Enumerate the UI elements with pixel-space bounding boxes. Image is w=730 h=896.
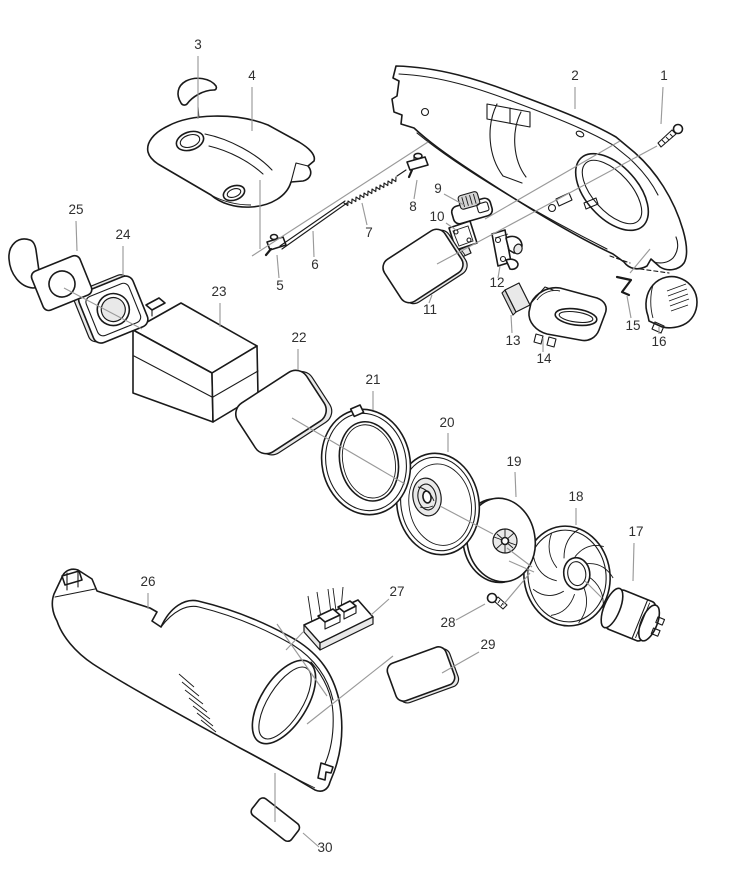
part-label-2: 2 bbox=[571, 68, 579, 83]
part-label-7: 7 bbox=[365, 225, 373, 240]
part-24-filter-frame bbox=[73, 274, 149, 344]
part-label-22: 22 bbox=[291, 330, 306, 345]
leader-line-30 bbox=[302, 832, 320, 848]
part-label-3: 3 bbox=[194, 37, 202, 52]
part-label-19: 19 bbox=[506, 454, 521, 469]
part-label-6: 6 bbox=[311, 257, 319, 272]
part-20-filter-housing bbox=[395, 452, 481, 556]
part-label-20: 20 bbox=[439, 415, 454, 430]
part-26-lower-housing bbox=[51, 568, 343, 792]
part-label-30: 30 bbox=[317, 840, 332, 855]
part-14-holder-bracket bbox=[528, 286, 607, 348]
part-23-dust-case bbox=[132, 297, 259, 423]
part-11-cover-plate bbox=[382, 228, 468, 305]
leader-line-13 bbox=[510, 314, 513, 334]
part-8-rod-end-fitting bbox=[406, 152, 429, 179]
part-29-name-plate bbox=[386, 646, 460, 704]
part-5-rod-fitting bbox=[264, 233, 287, 257]
part-label-14: 14 bbox=[536, 351, 552, 366]
part-21-retainer-ring bbox=[320, 404, 412, 516]
part-27-terminal-block bbox=[303, 586, 374, 651]
part-label-9: 9 bbox=[434, 181, 442, 196]
part-label-18: 18 bbox=[568, 489, 583, 504]
part-18-fan-impeller bbox=[523, 525, 614, 627]
leader-line-7 bbox=[361, 202, 368, 226]
part-label-11: 11 bbox=[423, 302, 437, 317]
leader-line-28 bbox=[455, 603, 486, 621]
part-label-1: 1 bbox=[660, 68, 668, 83]
part-9-switch-knob bbox=[450, 191, 494, 225]
part-label-16: 16 bbox=[651, 334, 666, 349]
part-label-5: 5 bbox=[276, 278, 284, 293]
assembly-lines bbox=[63, 140, 658, 822]
part-15-wire-clip bbox=[615, 275, 633, 297]
leader-line-11 bbox=[428, 294, 433, 304]
leader-line-17 bbox=[632, 542, 635, 582]
part-2-upper-housing bbox=[391, 65, 688, 274]
part-label-15: 15 bbox=[625, 318, 640, 333]
leader-line-12 bbox=[497, 265, 501, 279]
leader-line-9 bbox=[443, 193, 465, 206]
leader-line-10 bbox=[445, 222, 457, 231]
part-22-front-plate bbox=[235, 369, 333, 456]
part-label-26: 26 bbox=[140, 574, 155, 589]
part-16-end-cap bbox=[645, 275, 698, 334]
part-label-24: 24 bbox=[115, 227, 131, 242]
leader-line-15 bbox=[626, 295, 632, 319]
part-label-21: 21 bbox=[365, 372, 380, 387]
part-7-spring bbox=[343, 169, 407, 207]
leader-line-1 bbox=[660, 86, 664, 125]
part-3-latch-button bbox=[177, 77, 218, 120]
part-label-28: 28 bbox=[440, 615, 455, 630]
leader-line-5 bbox=[276, 254, 280, 279]
part-label-13: 13 bbox=[505, 333, 520, 348]
leader-line-8 bbox=[413, 179, 418, 200]
part-1-screw bbox=[657, 123, 684, 148]
part-12-micro-switch bbox=[491, 229, 523, 271]
part-25-nozzle-seal bbox=[8, 238, 93, 312]
part-label-29: 29 bbox=[480, 637, 495, 652]
leader-line-6 bbox=[312, 230, 315, 258]
part-label-17: 17 bbox=[628, 524, 643, 539]
part-label-27: 27 bbox=[389, 584, 404, 599]
part-label-12: 12 bbox=[489, 275, 504, 290]
leader-line-27 bbox=[370, 598, 390, 616]
part-4-top-cover bbox=[146, 115, 316, 208]
leader-line-29 bbox=[441, 651, 480, 674]
part-label-23: 23 bbox=[211, 284, 226, 299]
part-13-sponge-pad bbox=[501, 282, 531, 316]
leader-line-19 bbox=[514, 471, 517, 498]
part-label-8: 8 bbox=[409, 199, 417, 214]
part-17-motor bbox=[598, 587, 666, 642]
part-label-25: 25 bbox=[68, 202, 83, 217]
part-labels: 1234567891011121314151617181920212223242… bbox=[68, 37, 667, 855]
part-label-4: 4 bbox=[248, 68, 256, 83]
part-6-rod bbox=[279, 200, 348, 250]
part-label-10: 10 bbox=[429, 209, 444, 224]
leader-line-25 bbox=[75, 220, 78, 252]
part-28-screw bbox=[486, 592, 508, 610]
part-19-baffle-disc bbox=[461, 497, 537, 584]
